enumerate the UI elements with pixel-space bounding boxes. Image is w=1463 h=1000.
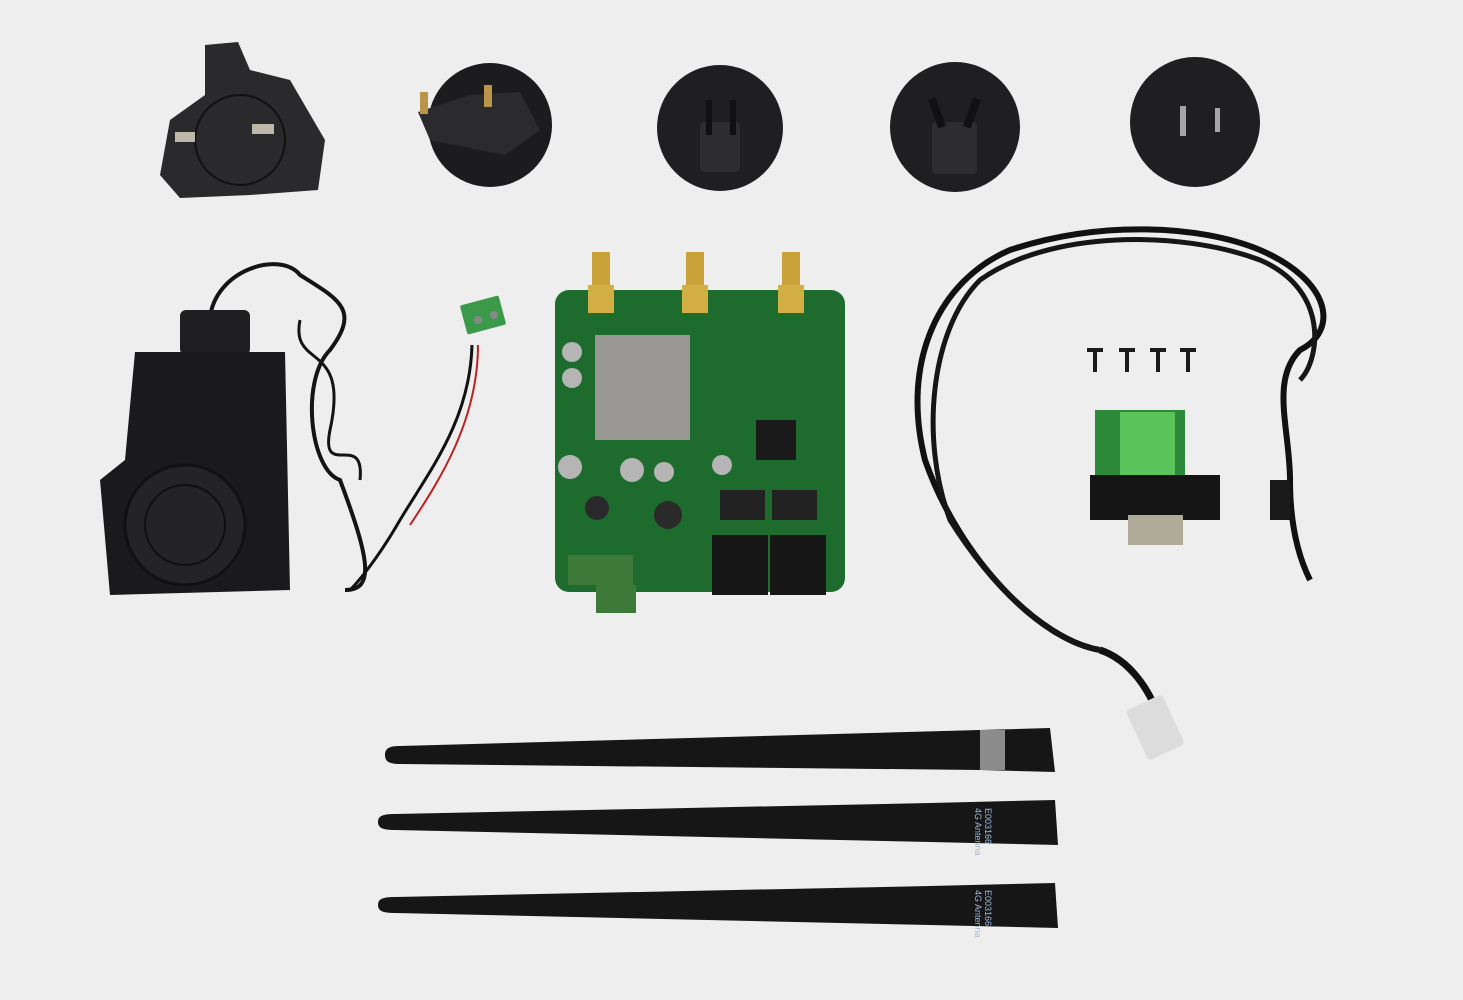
power-adapter [100, 262, 368, 595]
dc-power-cable [348, 295, 506, 592]
antenna-label-model: E003166 [983, 808, 993, 845]
antenna-wifi [385, 728, 1055, 772]
antenna-label-text: 4G Antenna [973, 808, 983, 856]
antenna-4g-2 [378, 883, 1058, 928]
antenna-label-model: E003166 [983, 890, 993, 927]
ethernet-cable [914, 226, 1327, 760]
us-plug-head-2 [1130, 57, 1260, 187]
us-plug-head [657, 65, 783, 191]
pcb-board [555, 252, 845, 613]
antenna-label-text: 4G Antenna [973, 890, 983, 938]
db9-adapter [1090, 410, 1220, 545]
uk-plug-head [160, 42, 325, 198]
eu-plug-head [418, 63, 552, 187]
antenna-4g-1 [378, 800, 1058, 845]
screws [1087, 348, 1196, 372]
au-plug-head [890, 62, 1020, 192]
